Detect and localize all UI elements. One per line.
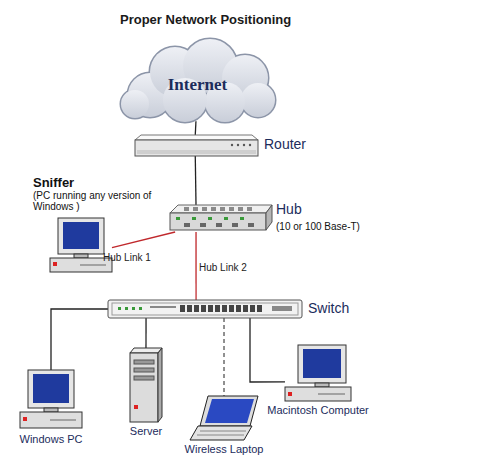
laptop-node: Wireless Laptop [190,396,258,440]
laptop-icon [190,396,258,440]
device-label: Server [106,425,186,437]
server-icon [130,348,162,422]
cloud-icon [121,39,275,122]
cloud-node: Internet [120,48,275,122]
network-link [195,232,196,300]
device-note: (PC running any version of Windows ) [33,190,171,212]
device-label: Macintosh Computer [253,404,383,416]
network-link [145,318,146,348]
device-label: Sniffer [33,175,113,190]
hub-node: Hub(10 or 100 Base-T) [170,205,272,232]
device-label: Hub [276,202,336,217]
hub-icon [170,205,272,230]
device-label: Windows PC [0,433,102,445]
device-label: Router [264,137,334,152]
pc-node: Windows PC [20,370,82,428]
device-label: Internet [120,76,275,94]
device-note: (10 or 100 Base-T) [276,221,386,232]
network-link [51,309,108,370]
router-icon [135,135,258,156]
network-link [195,121,197,135]
link-label: Hub Link 1 [103,252,151,263]
mac-node: Macintosh Computer [285,345,351,401]
device-label: Switch [308,301,388,316]
server-node: Server [130,348,162,422]
network-link [223,318,224,396]
router-node: Router [135,135,258,156]
network-link [250,318,285,382]
switch-node: Switch [108,300,302,318]
device-label: Wireless Laptop [164,443,284,455]
sniffer-node: Sniffer(PC running any version of Window… [50,218,112,272]
diagram-title: Proper Network Positioning [120,12,291,27]
network-link [195,156,197,205]
link-label: Hub Link 2 [199,262,247,273]
sniffer-pc-icon [50,218,112,272]
network-link [112,232,175,248]
connector-layer [51,121,285,396]
macintosh-icon [285,345,351,401]
windows-pc-icon [20,370,82,428]
switch-icon [108,300,302,318]
